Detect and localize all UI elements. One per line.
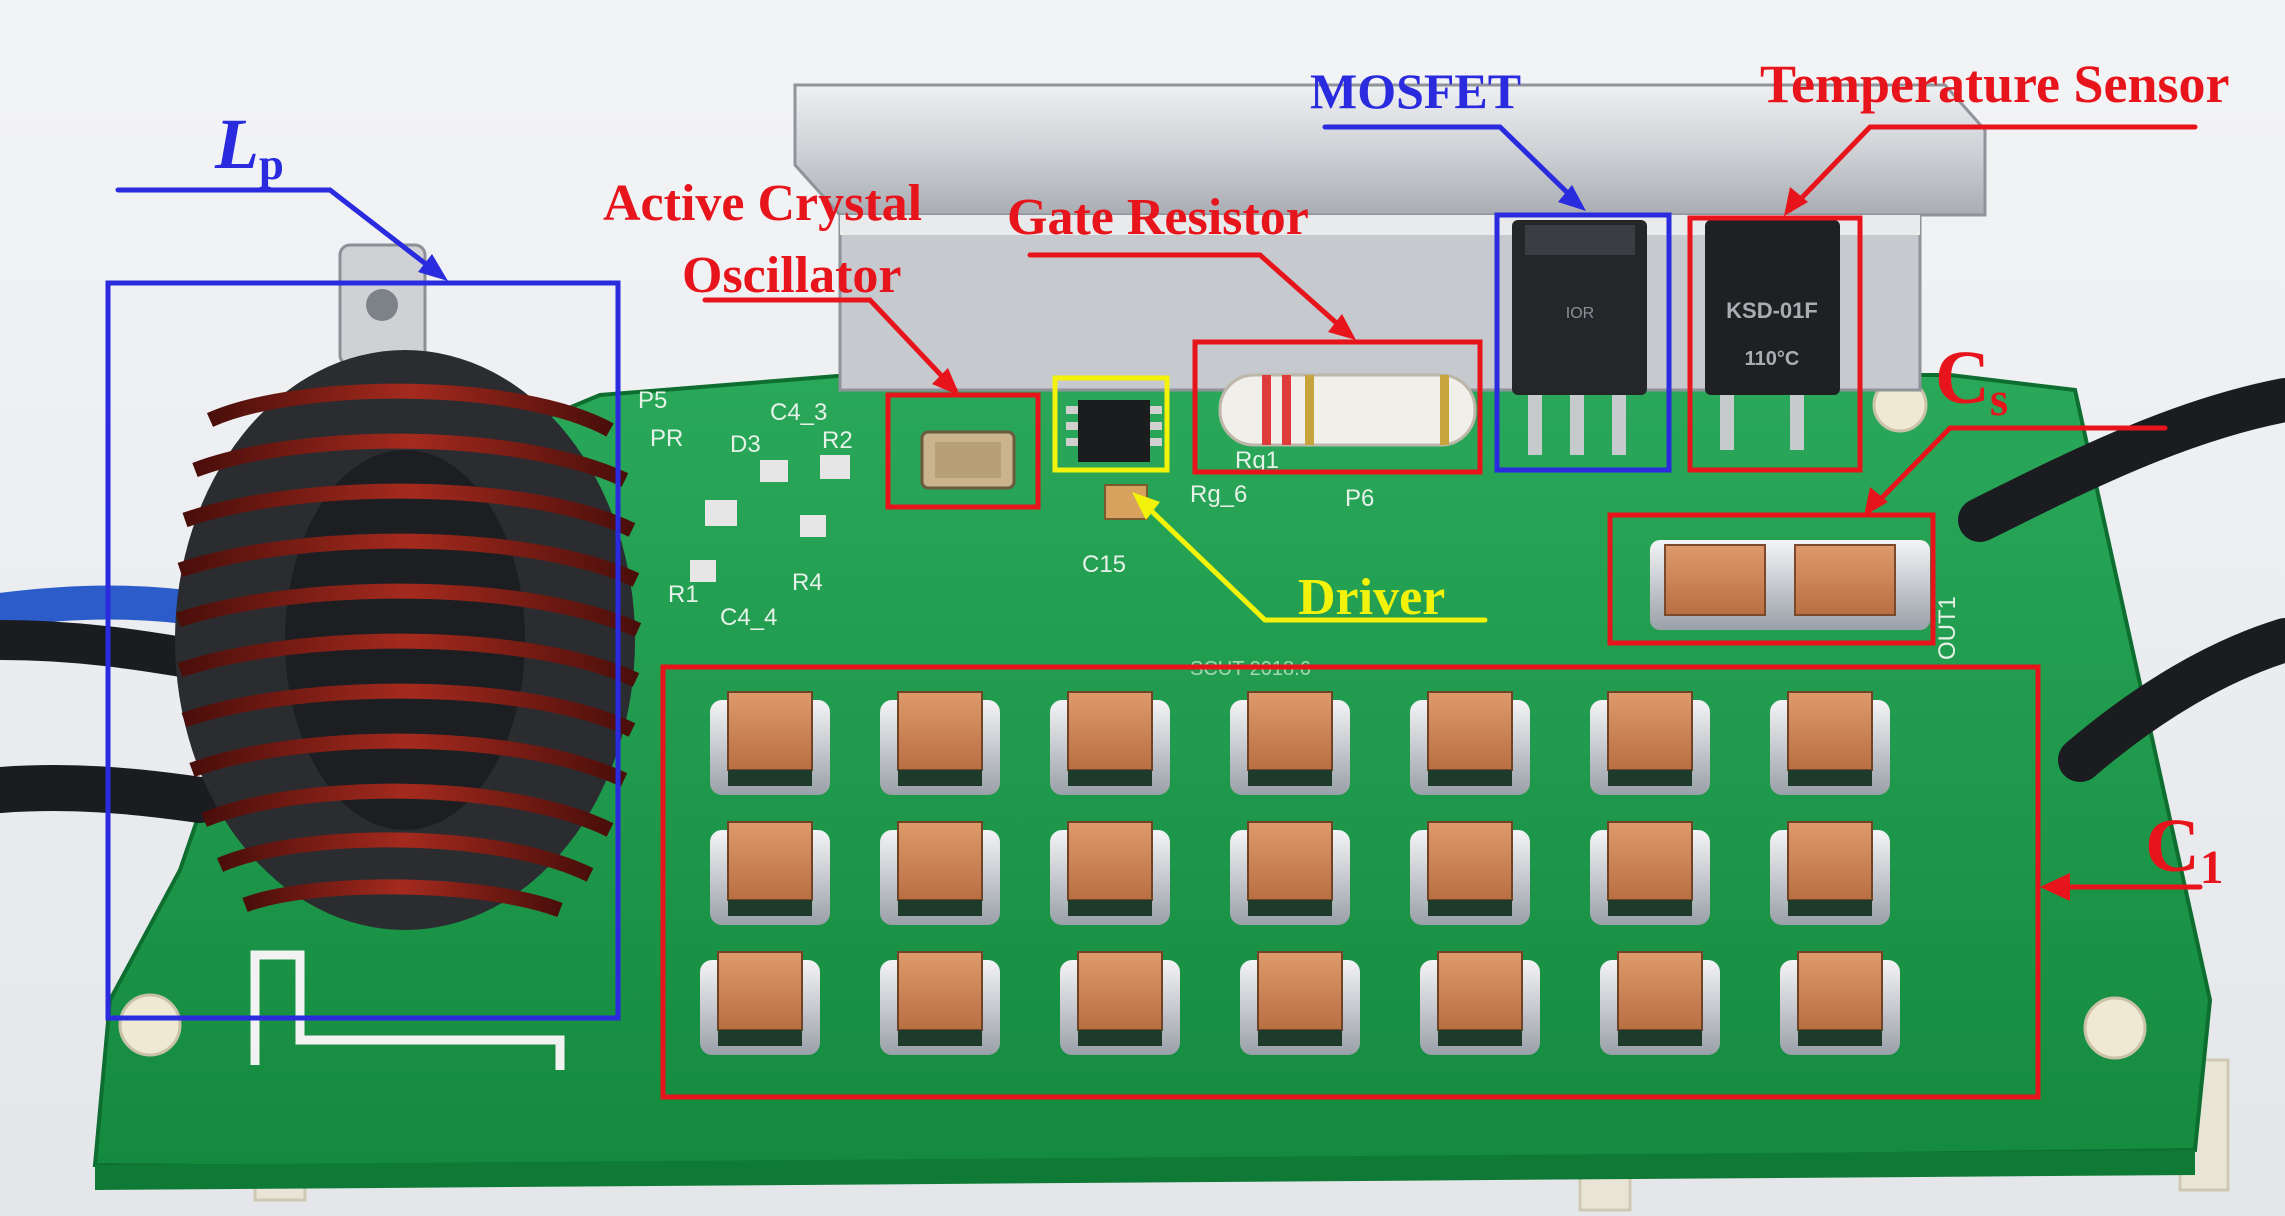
silk-c15: C15 — [1082, 551, 1126, 578]
driver-leader — [1137, 497, 1488, 623]
annotation-arrowheads — [418, 185, 2070, 901]
label-gate-resistor: Gate Resistor — [1007, 189, 1309, 246]
silk-out1: OUT1 — [1934, 596, 1961, 660]
mosfet-arrowhead — [1558, 185, 1586, 211]
c1-arrowhead — [2040, 873, 2070, 901]
label-c1-main: C — [2145, 804, 2200, 888]
silk-p6: P6 — [1345, 485, 1374, 512]
temp-sensor-box — [1687, 215, 1863, 473]
gate-resistor-arrowhead — [1328, 314, 1356, 340]
label-c1: C1 — [2145, 808, 2223, 892]
silkscreen-outline — [250, 950, 565, 1070]
annotation-leaders — [115, 124, 2203, 890]
label-temperature-sensor: Temperature Sensor — [1760, 54, 2230, 114]
annotation-boxes — [105, 212, 2041, 1100]
label-lp-sub: p — [258, 139, 284, 190]
toroid-inductor — [175, 350, 642, 930]
silk-pr: PR — [650, 425, 683, 452]
cs-box — [1607, 512, 1936, 646]
temp-sensor-part: KSD-01F 110°C — [1705, 220, 1840, 450]
crystal-box — [885, 392, 1041, 510]
label-driver: Driver — [1298, 569, 1446, 626]
mosfet-leader — [1322, 124, 1583, 208]
label-cs-sub: s — [1989, 373, 2009, 426]
gate-resistor-part — [1218, 373, 1477, 447]
silk-rg6: Rg_6 — [1190, 481, 1247, 508]
cs-leader — [1867, 425, 2168, 513]
silk-c4-4: C4_4 — [720, 604, 777, 631]
label-cs: Cs — [1935, 340, 2008, 424]
smd-small-parts — [690, 455, 850, 582]
mosfet-part: IOR — [1512, 220, 1647, 455]
gate-resistor-leader — [1027, 252, 1353, 338]
cs-capacitors — [1650, 540, 1930, 630]
silk-r1: R1 — [668, 581, 699, 608]
label-cs-main: C — [1935, 336, 1990, 420]
label-c1-sub: 1 — [2199, 841, 2224, 894]
c1-capacitor-array — [699, 691, 1901, 1056]
crystal-leader — [702, 297, 958, 393]
cs-arrowhead — [1864, 487, 1888, 516]
lp-arrowhead — [418, 254, 448, 281]
mosfet-marking: IOR — [1566, 305, 1594, 322]
label-active-crystal-line2: Oscillator — [682, 247, 902, 304]
silk-d3: D3 — [730, 431, 761, 458]
label-lp-main: L — [215, 104, 259, 184]
temp-sensor-marking-2: 110°C — [1745, 348, 1800, 370]
silk-c4-3: C4_3 — [770, 399, 827, 426]
label-lp: Lp — [215, 108, 284, 187]
silk-r4: R4 — [792, 569, 823, 596]
silk-r2: R2 — [822, 427, 853, 454]
gate-resistor-box — [1192, 339, 1483, 475]
label-mosfet: MOSFET — [1310, 63, 1522, 119]
temp-sensor-arrowhead — [1784, 187, 1808, 216]
label-active-crystal-line1: Active Crystal — [603, 175, 923, 232]
mosfet-box — [1494, 212, 1672, 473]
pcb-edge — [95, 1150, 2195, 1190]
mounting-holes — [118, 377, 2147, 1060]
c1-box — [660, 664, 2041, 1100]
driver-arrowhead — [1132, 492, 1160, 520]
lp-box — [105, 280, 621, 1021]
temp-sensor-leader — [1787, 124, 2198, 213]
silk-p5: P5 — [638, 387, 667, 414]
lp-leader — [115, 187, 443, 278]
crystal-oscillator-part — [920, 430, 1016, 490]
crystal-arrowhead — [932, 368, 960, 396]
driver-box — [1052, 375, 1170, 473]
temp-sensor-marking-1: KSD-01F — [1726, 298, 1818, 323]
